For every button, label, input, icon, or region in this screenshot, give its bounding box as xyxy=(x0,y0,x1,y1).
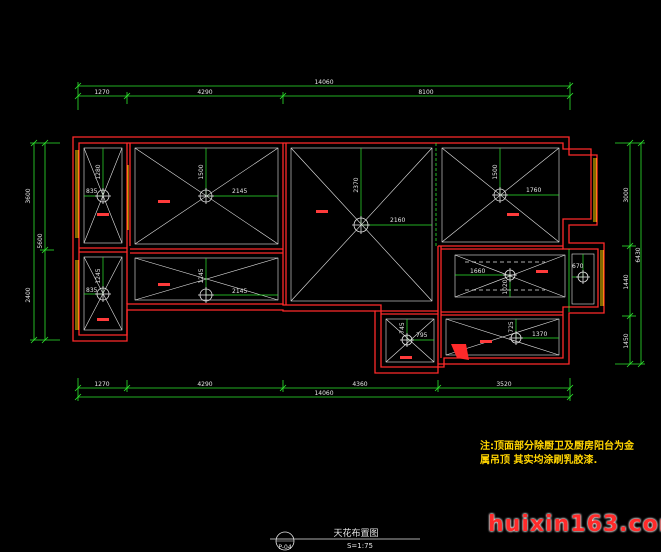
drawing-number: P-04 xyxy=(278,544,291,551)
room3-height: 2370 xyxy=(353,177,360,192)
note-line-2: 属吊顶 其实均涂刷乳胶漆. xyxy=(480,455,598,466)
right-dim-seg-2: 1440 xyxy=(623,274,630,289)
bottom-dim-seg-3: 4360 xyxy=(352,381,367,388)
room4-height: 1500 xyxy=(492,164,499,179)
note-line-1: 注:顶面部分除厨卫及厨房阳台为金 xyxy=(480,441,634,452)
light-fixture xyxy=(198,287,214,303)
room7-width: 1660 xyxy=(470,268,485,275)
windows xyxy=(75,150,604,330)
top-dim-seg-2: 4290 xyxy=(197,89,212,96)
tiny-room-marks xyxy=(97,200,548,359)
light-fixture xyxy=(492,187,508,203)
bottom-dim-seg-2: 4290 xyxy=(197,381,212,388)
top-dimensions xyxy=(74,82,574,110)
light-fixture xyxy=(509,331,523,345)
partitions xyxy=(435,143,570,312)
left-dim-seg-1: 3600 xyxy=(25,188,32,203)
top-dim-total: 14060 xyxy=(314,79,333,86)
room5-height: 1245 xyxy=(95,268,102,283)
room10-width: 1370 xyxy=(532,331,547,338)
room2-width: 2145 xyxy=(232,188,247,195)
ceiling-note: 注:顶面部分除厨卫及厨房阳台为金 属吊顶 其实均涂刷乳胶漆. xyxy=(480,440,660,468)
drawing-scale: S=1:75 xyxy=(347,542,373,550)
room2-height: 1500 xyxy=(198,164,205,179)
light-fixture xyxy=(352,216,370,234)
light-fixture xyxy=(576,270,590,284)
room6-height: 1245 xyxy=(198,268,205,283)
right-dim-seg-1: 3000 xyxy=(623,187,630,202)
top-dim-seg-3: 8100 xyxy=(418,89,433,96)
bottom-dim-total: 14060 xyxy=(314,390,333,397)
room1-width: 835 xyxy=(86,188,98,195)
walls xyxy=(72,136,605,374)
room6-width: 2145 xyxy=(232,288,247,295)
bottom-dim-seg-1: 1270 xyxy=(94,381,109,388)
ceiling-fixtures xyxy=(83,147,595,363)
light-fixture xyxy=(503,268,517,282)
top-dim-seg-1: 1270 xyxy=(94,89,109,96)
left-dimensions xyxy=(30,139,60,344)
bottom-dimensions xyxy=(74,378,574,401)
room5-width: 835 xyxy=(86,287,98,294)
light-fixture xyxy=(400,333,414,347)
light-fixtures xyxy=(95,187,590,347)
room9-height: 745 xyxy=(399,322,406,334)
light-fixture xyxy=(95,188,111,204)
room8-width: 670 xyxy=(572,263,584,270)
red-fill-mark xyxy=(451,344,469,360)
room1-height: 1280 xyxy=(95,164,102,179)
room3-width: 2160 xyxy=(390,217,405,224)
light-fixture xyxy=(198,188,214,204)
light-fixture xyxy=(95,286,111,302)
room9-width: 795 xyxy=(416,332,428,339)
room4-width: 1760 xyxy=(526,187,541,194)
right-dim-total: 6430 xyxy=(635,247,642,262)
bottom-dim-seg-4: 3520 xyxy=(496,381,511,388)
left-dim-total: 5600 xyxy=(37,233,44,248)
title-block xyxy=(270,531,420,551)
room7-height: 1020 xyxy=(502,279,509,294)
right-dimensions xyxy=(615,139,645,368)
drawing-title: 天花布置图 xyxy=(333,527,378,539)
watermark: huixin163.com xyxy=(488,512,661,537)
right-dim-seg-3: 1450 xyxy=(623,333,630,348)
room10-height: 725 xyxy=(508,321,515,333)
left-dim-seg-2: 2400 xyxy=(25,287,32,302)
kitchen-marks xyxy=(465,261,545,291)
